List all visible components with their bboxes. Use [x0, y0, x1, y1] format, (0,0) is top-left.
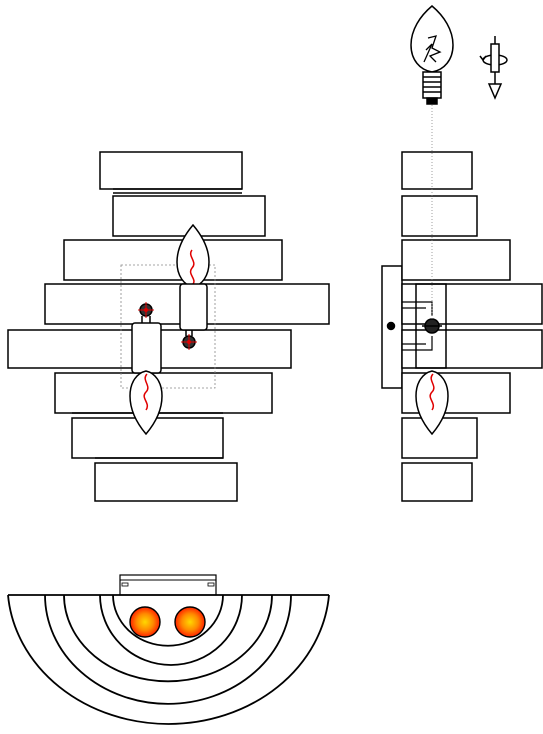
side-bulb [415, 370, 449, 436]
front-view [7, 151, 330, 502]
top-wall-bracket [119, 574, 217, 596]
screw-in-direction-icon [479, 36, 508, 100]
front-slat-3 [63, 239, 283, 281]
side-slat-4 [401, 283, 543, 325]
side-slat-5 [401, 329, 543, 369]
top-socket-glow-right [174, 606, 206, 638]
side-slat-2 [401, 195, 478, 237]
front-slat-8 [94, 462, 238, 502]
front-fixture-outline [120, 264, 216, 389]
front-bulb-lower [129, 302, 163, 436]
top-arc-2 [44, 594, 292, 705]
top-arc-4 [99, 594, 243, 666]
front-slat-7 [71, 417, 224, 459]
top-arc-1 [7, 594, 330, 725]
top-socket-glow-left [129, 606, 161, 638]
wall-screw-icon [386, 321, 396, 331]
front-slat-1 [99, 151, 243, 190]
top-arc-3 [63, 594, 273, 683]
side-view [381, 105, 543, 502]
front-slat-6 [54, 372, 273, 414]
candle-bulb-icon [410, 5, 454, 105]
front-bulb-upper [176, 223, 210, 350]
top-arc-5 [112, 594, 224, 647]
side-slat-3 [401, 239, 511, 281]
top-view [7, 574, 330, 725]
side-bracket [415, 283, 447, 369]
side-slat-8 [401, 462, 473, 502]
side-slat-1 [401, 151, 473, 190]
